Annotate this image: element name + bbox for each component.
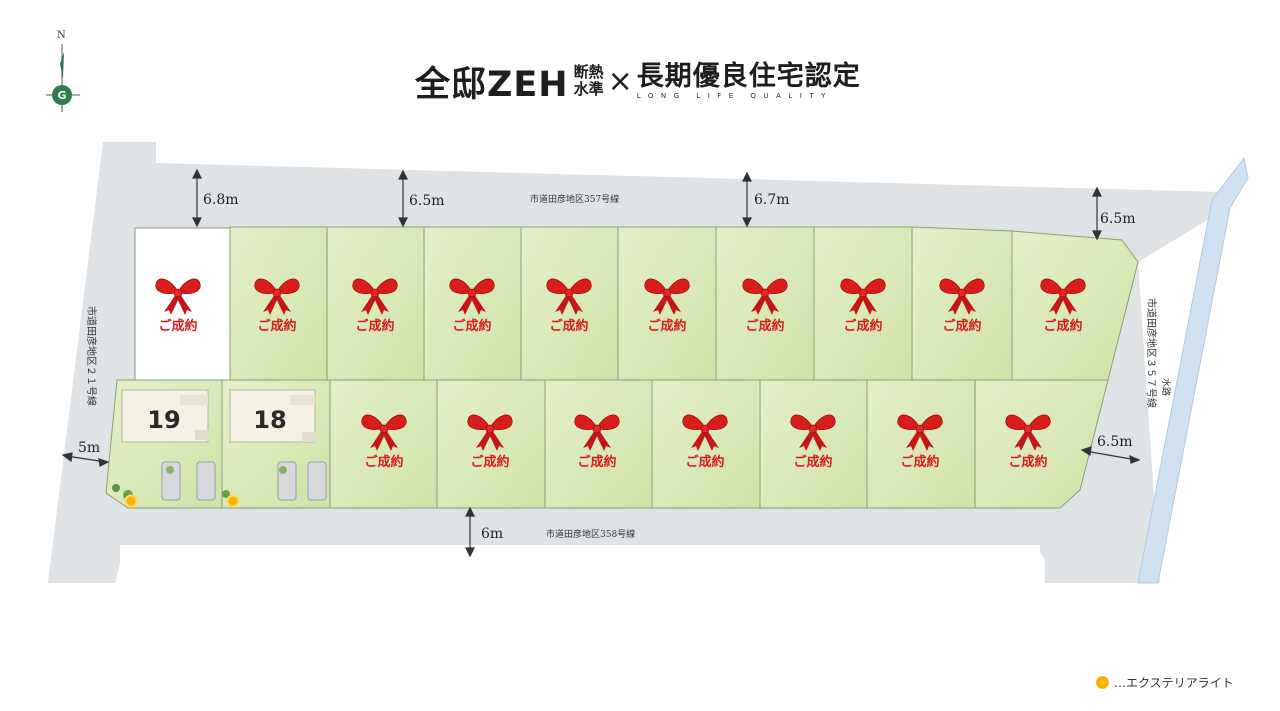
- lot-sold: [617, 226, 717, 381]
- dimension-5m: 5m: [78, 440, 100, 456]
- lot-sold: [229, 226, 328, 381]
- sold-label: ご成約: [647, 318, 686, 334]
- compass-icon: G: [46, 44, 80, 112]
- lot-sold: [329, 379, 438, 509]
- exterior-light-18: [226, 494, 240, 508]
- lot-sold: [911, 226, 1013, 381]
- title-main: 全邸ZEH: [415, 64, 569, 105]
- house-19: [112, 389, 216, 501]
- lot-sold: [715, 226, 815, 381]
- sold-labels-south: ご成約 ご成約 ご成約 ご成約 ご成約 ご成約 ご成約: [364, 454, 1047, 470]
- sold-labels-north: ご成約 ご成約 ご成約 ご成約 ご成約 ご成約 ご成約 ご成約 ご成約 ご成約: [158, 318, 1082, 334]
- lots-north-row: [134, 226, 1139, 381]
- lot-sold: [866, 379, 976, 509]
- title-right-block: 長期優良住宅認定 LONG LIFE QUALITY: [636, 60, 861, 101]
- lot-sold: [326, 226, 425, 381]
- sold-label: ご成約: [257, 318, 296, 334]
- sold-label: ご成約: [942, 318, 981, 334]
- sold-label: ご成約: [745, 318, 784, 334]
- sold-label: ご成約: [452, 318, 491, 334]
- title-cross: ×: [607, 63, 633, 99]
- sold-label: ご成約: [900, 454, 939, 470]
- dimension-labels: 6.8m 6.5m 6.7m 6.5m 5m 6.5m 6m: [78, 192, 1136, 542]
- lot-sold: [436, 379, 546, 509]
- exterior-light-19: [124, 494, 138, 508]
- sold-label: ご成約: [1008, 454, 1047, 470]
- sold-label: ご成約: [843, 318, 882, 334]
- lot-number-19: 19: [147, 406, 180, 434]
- sold-label: ご成約: [355, 318, 394, 334]
- sold-label: ご成約: [685, 454, 724, 470]
- compass-north-label: N: [57, 30, 66, 41]
- sold-label: ご成約: [549, 318, 588, 334]
- road-label-north: 市道田彦地区357号線: [530, 193, 619, 205]
- dimension-6-5m-right-top: 6.5m: [1100, 211, 1136, 227]
- lot-sold: [544, 379, 653, 509]
- title-small-line2: 水準: [573, 80, 604, 98]
- road-label-west: 市道田彦地区２１号線: [85, 306, 98, 406]
- house-18: [222, 389, 327, 501]
- waterway-label: 水路: [1160, 378, 1172, 396]
- lot-number-18: 18: [253, 406, 286, 434]
- dimension-6-5m-top: 6.5m: [409, 193, 445, 209]
- dimension-arrows: [61, 168, 1141, 558]
- dimension-6-7m: 6.7m: [754, 192, 790, 208]
- sold-label: ご成約: [364, 454, 403, 470]
- lot-sold: [759, 379, 868, 509]
- exterior-light-icon: [1096, 676, 1109, 689]
- svg-text:G: G: [57, 89, 66, 102]
- lot-sold: [520, 226, 619, 381]
- lot-sold: [813, 226, 913, 381]
- lot-sold: [651, 379, 761, 509]
- title-right: 長期優良住宅認定: [636, 60, 861, 92]
- road-label-south: 市道田彦地区358号線: [546, 528, 635, 540]
- sold-label: ご成約: [1043, 318, 1082, 334]
- title-small-line1: 断熱: [573, 63, 604, 81]
- sold-label: ご成約: [577, 454, 616, 470]
- legend-label: …エクステリアライト: [1114, 676, 1234, 690]
- sold-label: ご成約: [470, 454, 509, 470]
- title-insulation: 断熱 水準: [574, 64, 604, 98]
- legend: …エクステリアライト: [1096, 674, 1234, 691]
- title-right-sub: LONG LIFE QUALITY: [636, 91, 833, 100]
- dimension-6m: 6m: [481, 526, 503, 542]
- lot-sold: [1011, 230, 1139, 381]
- waterway: [1137, 156, 1249, 584]
- dimension-6-8m: 6.8m: [203, 192, 239, 208]
- road-label-east: 市道田彦地区３５７号線: [1145, 298, 1158, 408]
- sold-label: ご成約: [158, 318, 197, 334]
- lot-sold: [974, 379, 1109, 509]
- page-title: 全邸ZEH 断熱 水準 × 長期優良住宅認定 LONG LIFE QUALITY: [415, 56, 861, 106]
- lot-sold: [423, 226, 522, 381]
- dimension-6-5m-right-bottom: 6.5m: [1097, 434, 1133, 450]
- sold-label: ご成約: [793, 454, 832, 470]
